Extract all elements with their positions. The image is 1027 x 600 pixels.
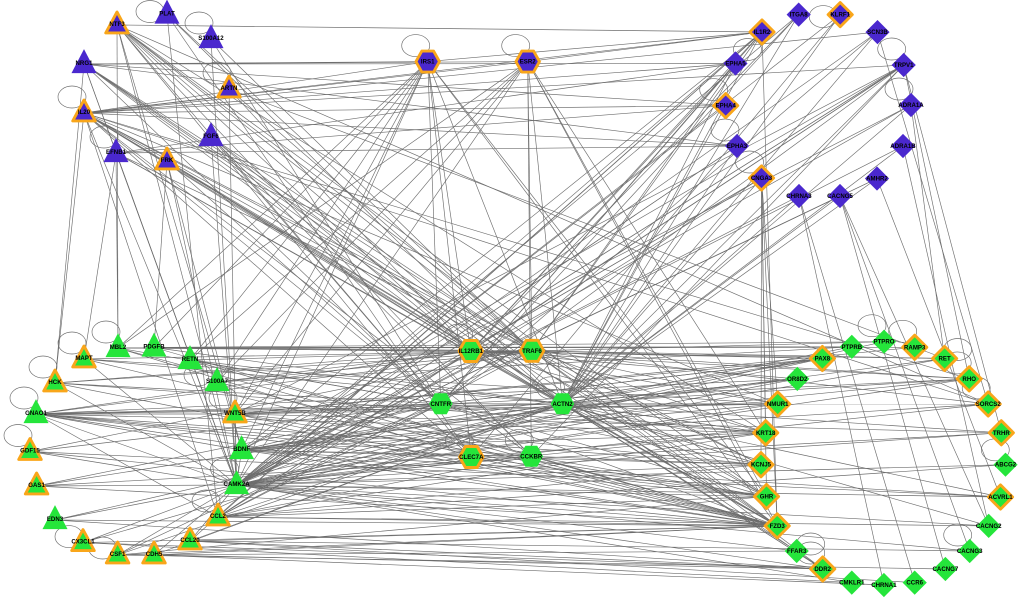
svg-text:FRK: FRK: [161, 157, 174, 164]
svg-text:CHRNA1: CHRNA1: [871, 582, 897, 589]
svg-text:RAMP3: RAMP3: [904, 344, 926, 351]
svg-text:ADRA1B: ADRA1B: [890, 143, 916, 150]
svg-text:PDGFB: PDGFB: [143, 344, 165, 351]
svg-text:FGF6: FGF6: [203, 133, 219, 140]
svg-text:NRG1: NRG1: [76, 60, 94, 67]
svg-text:NTF3: NTF3: [109, 21, 125, 28]
svg-text:KRT18: KRT18: [756, 430, 776, 437]
svg-text:CDH5: CDH5: [146, 551, 163, 558]
svg-text:KLRF1: KLRF1: [830, 12, 850, 19]
svg-text:CACNG3: CACNG3: [957, 548, 983, 555]
svg-text:SCN3B: SCN3B: [867, 29, 888, 36]
svg-text:EDN3: EDN3: [47, 516, 64, 523]
svg-text:RHO: RHO: [962, 376, 976, 383]
svg-text:CCL2: CCL2: [210, 513, 227, 520]
svg-text:GAS1: GAS1: [28, 482, 45, 489]
svg-text:EPHA4: EPHA4: [716, 103, 737, 110]
svg-text:CCL20: CCL20: [180, 537, 200, 544]
svg-text:ADRA1A: ADRA1A: [898, 102, 924, 109]
svg-text:PTPRB: PTPRB: [841, 344, 862, 351]
svg-text:PAX8: PAX8: [815, 356, 831, 363]
svg-text:CMKLR1: CMKLR1: [839, 580, 865, 587]
svg-text:ACVRL1: ACVRL1: [988, 494, 1013, 501]
svg-text:MBL2: MBL2: [110, 344, 127, 351]
svg-text:BDNF: BDNF: [233, 446, 250, 453]
svg-text:DDR2: DDR2: [814, 566, 831, 573]
svg-text:RET: RET: [939, 356, 951, 363]
svg-text:IRS1: IRS1: [421, 59, 435, 66]
svg-text:GHR: GHR: [760, 494, 774, 501]
svg-text:HCK: HCK: [48, 379, 62, 386]
svg-text:AMHR2: AMHR2: [866, 176, 888, 183]
svg-text:MAPT: MAPT: [75, 355, 93, 362]
svg-text:GDF15: GDF15: [20, 448, 40, 455]
svg-text:ABCG2: ABCG2: [995, 462, 1017, 469]
svg-text:ACTN2: ACTN2: [552, 401, 573, 408]
svg-text:CAMK2A: CAMK2A: [224, 481, 251, 488]
svg-text:TRPV1: TRPV1: [894, 62, 914, 69]
svg-text:RETN: RETN: [182, 356, 199, 363]
svg-text:CNTFR: CNTFR: [430, 401, 451, 408]
svg-text:EPHA5: EPHA5: [725, 61, 746, 68]
svg-text:TRAF6: TRAF6: [522, 348, 542, 355]
svg-text:CCKBR: CCKBR: [520, 453, 543, 460]
svg-text:CHRNA3: CHRNA3: [786, 193, 812, 200]
svg-text:IL12RB1: IL12RB1: [459, 348, 484, 355]
svg-text:PLAT: PLAT: [159, 11, 175, 18]
svg-text:IL1R2: IL1R2: [754, 29, 771, 36]
svg-text:FZD3: FZD3: [770, 523, 786, 530]
svg-text:ITGA8: ITGA8: [790, 12, 809, 19]
svg-text:IL20: IL20: [78, 109, 91, 116]
svg-text:CCR6: CCR6: [906, 580, 923, 587]
svg-text:CSF1: CSF1: [110, 551, 126, 558]
svg-text:NMUR1: NMUR1: [767, 401, 789, 408]
svg-text:CX3CL1: CX3CL1: [71, 539, 95, 546]
svg-text:CLEC7A: CLEC7A: [459, 454, 484, 461]
svg-text:CACNG7: CACNG7: [933, 566, 959, 573]
svg-text:SORCS2: SORCS2: [976, 401, 1002, 408]
svg-text:S100A12: S100A12: [198, 35, 224, 42]
svg-text:CNGA3: CNGA3: [751, 175, 773, 182]
svg-text:WNT5B: WNT5B: [224, 410, 246, 417]
svg-text:ESR2: ESR2: [520, 59, 537, 66]
svg-text:CACNG5: CACNG5: [827, 193, 853, 200]
svg-text:GNAO1: GNAO1: [25, 410, 47, 417]
svg-text:TRHR: TRHR: [993, 430, 1011, 437]
svg-text:EFNB1: EFNB1: [106, 149, 127, 156]
svg-text:OR8D2: OR8D2: [787, 376, 808, 383]
svg-text:PTPRO: PTPRO: [874, 339, 895, 346]
svg-text:FFAR3: FFAR3: [787, 548, 807, 555]
svg-text:EPHA3: EPHA3: [727, 143, 748, 150]
svg-text:KCNJ5: KCNJ5: [751, 462, 772, 469]
svg-text:ARTN: ARTN: [221, 85, 238, 92]
svg-text:S100A7: S100A7: [206, 378, 229, 385]
svg-text:CACNG2: CACNG2: [976, 523, 1002, 530]
